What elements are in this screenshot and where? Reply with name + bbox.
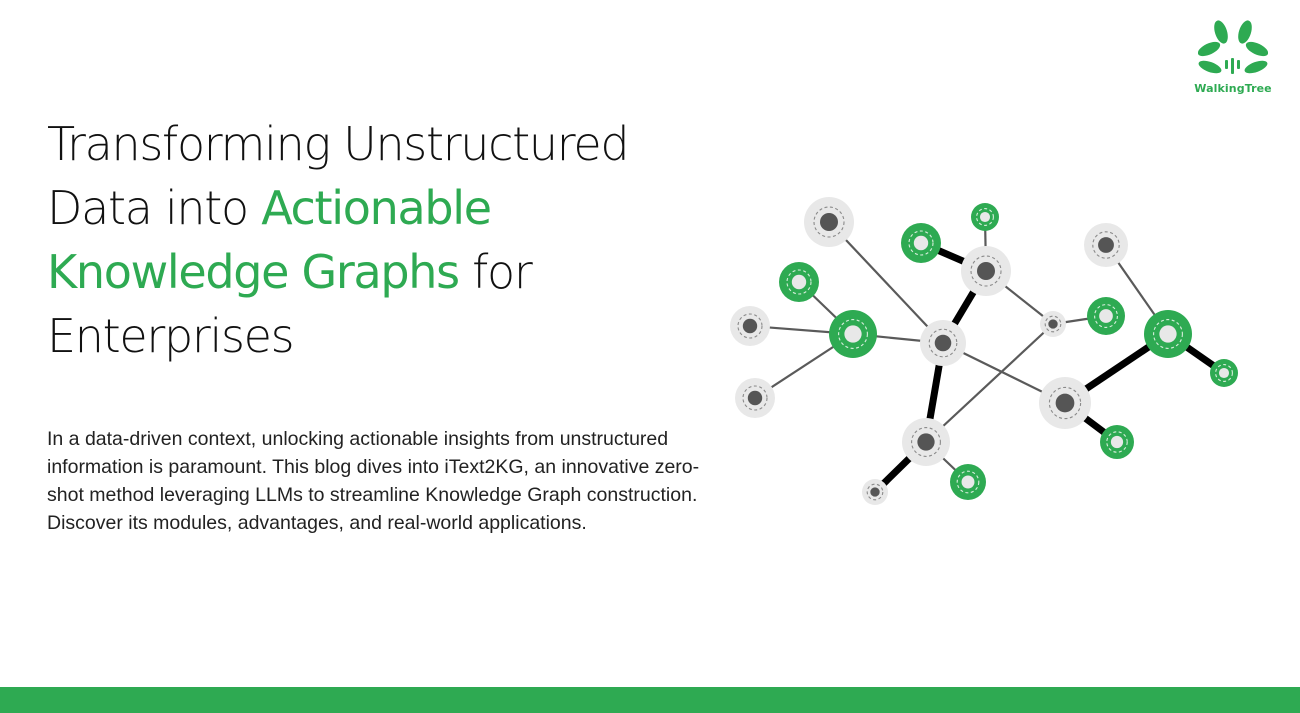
- graph-node-gray: [1039, 377, 1091, 429]
- page-title: Transforming Unstructured Data into Acti…: [47, 112, 727, 368]
- graph-node-gray: [961, 246, 1011, 296]
- graph-node-green: [1144, 310, 1192, 358]
- graph-node-gray: [730, 306, 770, 346]
- brand-name: WalkingTree: [1194, 82, 1272, 95]
- graph-node-gray: [1084, 223, 1128, 267]
- graph-node-green: [829, 310, 877, 358]
- graph-node-green: [901, 223, 941, 263]
- footer-accent-bar: [0, 687, 1300, 713]
- graph-node-green: [971, 203, 999, 231]
- graph-node-gray: [804, 197, 854, 247]
- walkingtree-logo[interactable]: WalkingTree: [1190, 18, 1276, 104]
- graph-node-gray: [735, 378, 775, 418]
- graph-node-green: [1087, 297, 1125, 335]
- graph-node-green: [950, 464, 986, 500]
- graph-node-gray: [920, 320, 966, 366]
- graph-node-gray: [1040, 311, 1066, 337]
- graph-edge: [925, 323, 1054, 443]
- leaf-tree-icon: [1198, 20, 1268, 74]
- title-line-3-accent: Knowledge Graphs: [47, 245, 460, 299]
- graph-node-green: [1210, 359, 1238, 387]
- graph-node-green: [779, 262, 819, 302]
- title-line-2-plain: Data into: [47, 181, 262, 235]
- graph-node-gray: [862, 479, 888, 505]
- graph-node-green: [1100, 425, 1134, 459]
- graph-node-gray: [902, 418, 950, 466]
- title-line-4: Enterprises: [47, 309, 295, 363]
- article-description: In a data-driven context, unlocking acti…: [47, 428, 700, 534]
- graph-edge: [828, 221, 944, 344]
- title-line-3-plain: for: [458, 245, 533, 299]
- title-line-2-accent: Actionable: [261, 181, 492, 235]
- title-line-1: Transforming Unstructured: [47, 117, 630, 171]
- graph-nodes: [730, 197, 1238, 505]
